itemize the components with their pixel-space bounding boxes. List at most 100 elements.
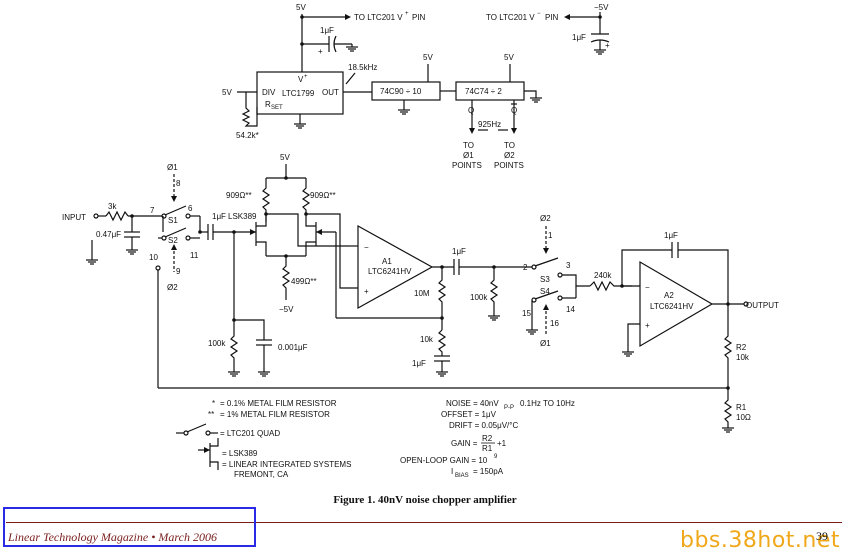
label-5v-div: 5V	[222, 88, 232, 97]
svg-text:POINTS: POINTS	[452, 161, 482, 170]
label-925hz: 925Hz	[478, 120, 501, 129]
svg-text:= LINEAR INTEGRATED SYSTEMS: = LINEAR INTEGRATED SYSTEMS	[222, 460, 351, 469]
svg-text:0.47μF: 0.47μF	[96, 230, 121, 239]
svg-text:1μF: 1μF	[212, 212, 226, 221]
label-lsk389: LSK389	[228, 212, 257, 221]
a1-stage: 5V 909Ω** 909Ω** 499Ω** −5V	[226, 153, 454, 377]
label-18-5khz: 18.5kHz	[348, 63, 377, 72]
svg-text:Ø2: Ø2	[540, 214, 551, 223]
svg-text:PIN: PIN	[412, 13, 426, 22]
svg-text:−5V: −5V	[279, 305, 294, 314]
page-number: 39	[816, 529, 828, 543]
svg-text:499Ω**: 499Ω**	[291, 277, 317, 286]
svg-text:1: 1	[548, 231, 553, 240]
svg-text:+1: +1	[497, 439, 507, 448]
svg-text:Ø1: Ø1	[463, 151, 474, 160]
svg-text:Q: Q	[468, 106, 474, 115]
clock-section: 5V TO LTC201 V + PIN 1μF + V + DIV LTC17…	[222, 3, 610, 170]
svg-text:−: −	[537, 11, 541, 17]
svg-text:100k: 100k	[470, 293, 488, 302]
svg-text:= LSK389: = LSK389	[222, 449, 258, 458]
svg-text:S4: S4	[540, 287, 550, 296]
svg-text:OFFSET = 1μV: OFFSET = 1μV	[441, 410, 497, 419]
label-to-vminus: TO LTC201 V	[486, 13, 535, 22]
svg-text:11: 11	[190, 251, 199, 260]
svg-text:100k: 100k	[208, 339, 226, 348]
label-ltc6241-a1: LTC6241HV	[368, 267, 412, 276]
svg-text:9: 9	[494, 454, 498, 460]
figure-caption: Figure 1. 40nV noise chopper amplifier	[333, 494, 517, 506]
svg-text:10Ω: 10Ω	[736, 413, 751, 422]
svg-text:6: 6	[188, 204, 193, 213]
svg-text:1μF: 1μF	[572, 33, 586, 42]
svg-text:3: 3	[566, 261, 571, 270]
svg-text:OPEN-LOOP GAIN = 10: OPEN-LOOP GAIN = 10	[400, 456, 488, 465]
label-ltc6241-a2: LTC6241HV	[650, 302, 694, 311]
svg-text:15: 15	[522, 309, 531, 318]
svg-text:= 150pA: = 150pA	[473, 467, 504, 476]
svg-text:Ø1: Ø1	[167, 163, 178, 172]
svg-text:DRIFT = 0.05μV/°C: DRIFT = 0.05μV/°C	[449, 421, 518, 430]
svg-text:74C90 ÷ 10: 74C90 ÷ 10	[380, 87, 422, 96]
svg-text:Ø2: Ø2	[167, 283, 178, 292]
label-input: INPUT	[62, 213, 86, 222]
watermark: bbs.38hot.net	[680, 528, 841, 553]
svg-text:R2: R2	[482, 434, 493, 443]
svg-text:7: 7	[150, 206, 155, 215]
svg-text:TO: TO	[463, 141, 474, 150]
svg-text:R1: R1	[482, 444, 493, 453]
svg-text:+: +	[318, 47, 323, 56]
label-output: OUTPUT	[746, 301, 779, 310]
svg-text:R: R	[265, 100, 271, 109]
svg-text:A2: A2	[664, 291, 674, 300]
svg-text:S3: S3	[540, 275, 550, 284]
svg-text:5V: 5V	[280, 153, 290, 162]
svg-text:SET: SET	[271, 105, 283, 111]
svg-text:= LTC201 QUAD: = LTC201 QUAD	[220, 429, 280, 438]
svg-text:16: 16	[550, 319, 559, 328]
svg-text:FREMONT, CA: FREMONT, CA	[234, 470, 289, 479]
svg-text:GAIN =: GAIN =	[451, 439, 478, 448]
svg-text:0.1Hz TO 10Hz: 0.1Hz TO 10Hz	[520, 399, 575, 408]
specs: NOISE = 40nV P-P 0.1Hz TO 10Hz OFFSET = …	[400, 399, 575, 479]
label-54-2k: 54.2k*	[236, 131, 259, 140]
svg-text:74C74 ÷ 2: 74C74 ÷ 2	[465, 87, 502, 96]
svg-text:5V: 5V	[423, 53, 433, 62]
svg-text:= 0.1% METAL FILM RESISTOR: = 0.1% METAL FILM RESISTOR	[220, 399, 337, 408]
svg-text:+: +	[364, 287, 369, 296]
svg-text:S1: S1	[168, 216, 178, 225]
svg-text:BIAS: BIAS	[455, 473, 469, 479]
svg-text:A1: A1	[382, 257, 392, 266]
svg-text:909Ω**: 909Ω**	[310, 191, 336, 200]
svg-text:0.001μF: 0.001μF	[278, 343, 308, 352]
svg-text:8: 8	[176, 179, 181, 188]
svg-text:10k: 10k	[736, 353, 750, 362]
svg-text:3k: 3k	[108, 202, 117, 211]
svg-text:+: +	[605, 41, 610, 50]
svg-text:+: +	[405, 11, 409, 17]
svg-text:−: −	[645, 283, 650, 292]
label-to-vplus: TO LTC201 V	[354, 13, 403, 22]
legend: * = 0.1% METAL FILM RESISTOR ** = 1% MET…	[176, 399, 351, 479]
footer-rule	[6, 522, 842, 523]
svg-text:10M: 10M	[414, 289, 430, 298]
svg-text:909Ω**: 909Ω**	[226, 191, 252, 200]
svg-text:V: V	[298, 75, 304, 84]
svg-text:TO: TO	[504, 141, 515, 150]
svg-text:240k: 240k	[594, 271, 612, 280]
opamp-a1	[357, 224, 434, 310]
svg-text:1μF: 1μF	[452, 247, 466, 256]
opamp-a2	[639, 260, 714, 348]
svg-text:1μF: 1μF	[412, 359, 426, 368]
svg-text:*: *	[212, 399, 215, 408]
label-ltc1799: LTC1799	[282, 89, 315, 98]
svg-text:POINTS: POINTS	[494, 161, 524, 170]
svg-text:2: 2	[523, 263, 528, 272]
svg-text:Ø2: Ø2	[504, 151, 515, 160]
svg-text:**: **	[208, 410, 214, 419]
svg-text:Ø1: Ø1	[540, 339, 551, 348]
footer-highlight-box	[3, 507, 256, 547]
svg-text:−5V: −5V	[594, 3, 609, 12]
label-5v-top: 5V	[296, 3, 306, 12]
